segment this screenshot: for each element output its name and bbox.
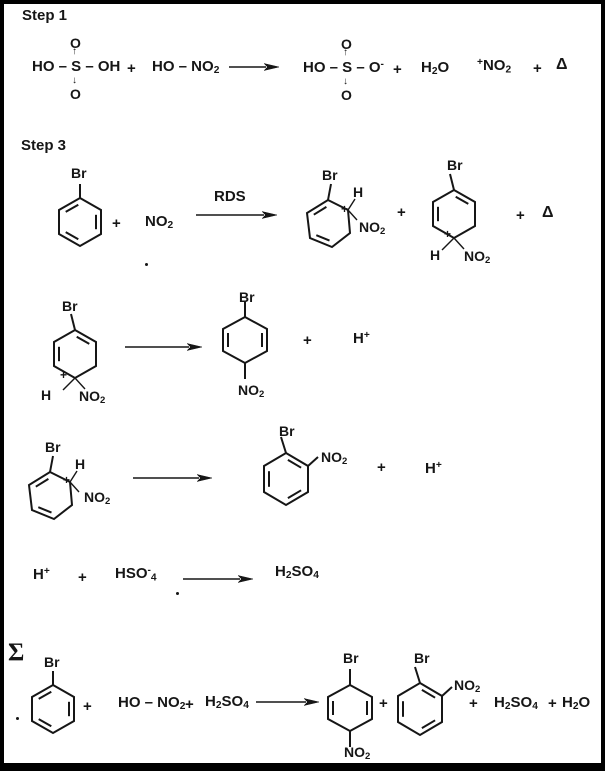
no2-label: NO2 (464, 248, 491, 267)
stray-dot (16, 717, 19, 720)
delta-heat-label: Δ (542, 204, 554, 221)
dative-bond-down-icon: ↓ (72, 75, 77, 86)
nitric-acid-label: HO – NO2 (118, 694, 186, 713)
br-label: Br (322, 167, 338, 183)
reaction-arrow-sum (256, 698, 320, 706)
br-label: Br (44, 654, 60, 670)
plus-sign: + (393, 61, 402, 78)
br-label: Br (414, 650, 430, 666)
ortho-arenium-row3 (28, 455, 80, 520)
dative-bond-up-icon: ↑ (72, 46, 77, 57)
sulfuric-row-label: HO – S – OH (32, 58, 121, 75)
sulfuric-o-bottom-label: O (70, 86, 81, 102)
plus-sign: + (533, 60, 542, 77)
plus-charge: + (63, 473, 71, 487)
plus-charge: + (60, 368, 68, 382)
reaction-arrow-rds (196, 211, 278, 219)
para-product-sum (327, 668, 373, 748)
para-arenium-step3 (432, 173, 476, 251)
no2-label: NO2 (79, 388, 106, 407)
plus-sign: + (548, 695, 557, 712)
benzene-ring-step3 (58, 183, 102, 247)
plus-sign: + (377, 459, 386, 476)
delta-heat-label: Δ (556, 56, 568, 73)
plus-sign: + (112, 215, 121, 232)
br-label: Br (279, 423, 295, 439)
sigma-sum-label: Σ (8, 639, 25, 666)
br-label: Br (45, 439, 61, 455)
h-label: H (430, 247, 441, 263)
nitronium-ion-label: +NO2 (477, 57, 512, 76)
plus-sign: + (397, 204, 406, 221)
plus-sign: + (303, 332, 312, 349)
reaction-arrow-row4 (183, 575, 254, 583)
h-label: H (41, 387, 52, 403)
bisulfate-ion-label: HSO-4 (115, 565, 157, 584)
no2-label: NO2 (321, 449, 348, 468)
plus-sign: + (516, 207, 525, 224)
h-label: H (75, 456, 86, 472)
water-label: H2O (562, 694, 591, 713)
benzene-ring-sum (31, 670, 75, 734)
step1-title: Step 1 (22, 7, 68, 24)
sulfuric-acid-label: H2SO4 (494, 694, 538, 713)
dative-bond-up-icon: ↑ (343, 47, 348, 58)
plus-sign: + (379, 695, 388, 712)
rds-label: RDS (214, 188, 246, 205)
dative-bond-down-icon: ↓ (343, 76, 348, 87)
no2-label: NO2 (454, 677, 481, 696)
plus-sign: + (469, 695, 478, 712)
plus-sign: + (78, 569, 87, 586)
proton-label: H+ (33, 566, 50, 584)
no2-label: NO2 (344, 744, 371, 763)
stray-dot (176, 592, 179, 595)
reaction-arrow-row2 (125, 343, 203, 351)
reaction-arrow-row3 (133, 474, 213, 482)
bisulfate-o-bottom-label: O (341, 87, 352, 103)
plus-sign: + (185, 696, 194, 713)
sulfuric-acid-label: H2SO4 (275, 563, 319, 582)
no2-label: NO2 (84, 489, 111, 508)
sulfuric-o-top-label: O (70, 35, 81, 51)
bisulfate-row-label: HO – S – O- (303, 59, 384, 77)
br-label: Br (447, 157, 463, 173)
ortho-arenium-step3 (306, 183, 358, 248)
reaction-arrow-step1 (229, 63, 280, 71)
br-label: Br (239, 289, 255, 305)
bisulfate-o-top-label: O (341, 36, 352, 52)
step3-title: Step 3 (21, 137, 67, 154)
nitric-acid-label: HO – NO2 (152, 58, 220, 77)
sulfuric-acid-label: H2SO4 (205, 693, 249, 712)
proton-label: H+ (425, 460, 442, 478)
plus-sign: + (83, 698, 92, 715)
stray-dot (145, 263, 148, 266)
plus-sign: + (127, 60, 136, 77)
br-label: Br (62, 298, 78, 314)
br-label: Br (343, 650, 359, 666)
water-label: H2O (421, 59, 450, 78)
ortho-product-row3 (263, 436, 319, 506)
no2-label: NO2 (359, 219, 386, 238)
plus-charge: + (341, 202, 349, 216)
ortho-product-sum (397, 666, 453, 736)
plus-charge: + (444, 227, 452, 241)
br-label: Br (71, 165, 87, 181)
no2-label: NO2 (238, 382, 265, 401)
h-label: H (353, 184, 364, 200)
para-product-row2 (222, 300, 268, 380)
no2-label: NO2 (145, 213, 174, 232)
proton-label: H+ (353, 330, 370, 348)
